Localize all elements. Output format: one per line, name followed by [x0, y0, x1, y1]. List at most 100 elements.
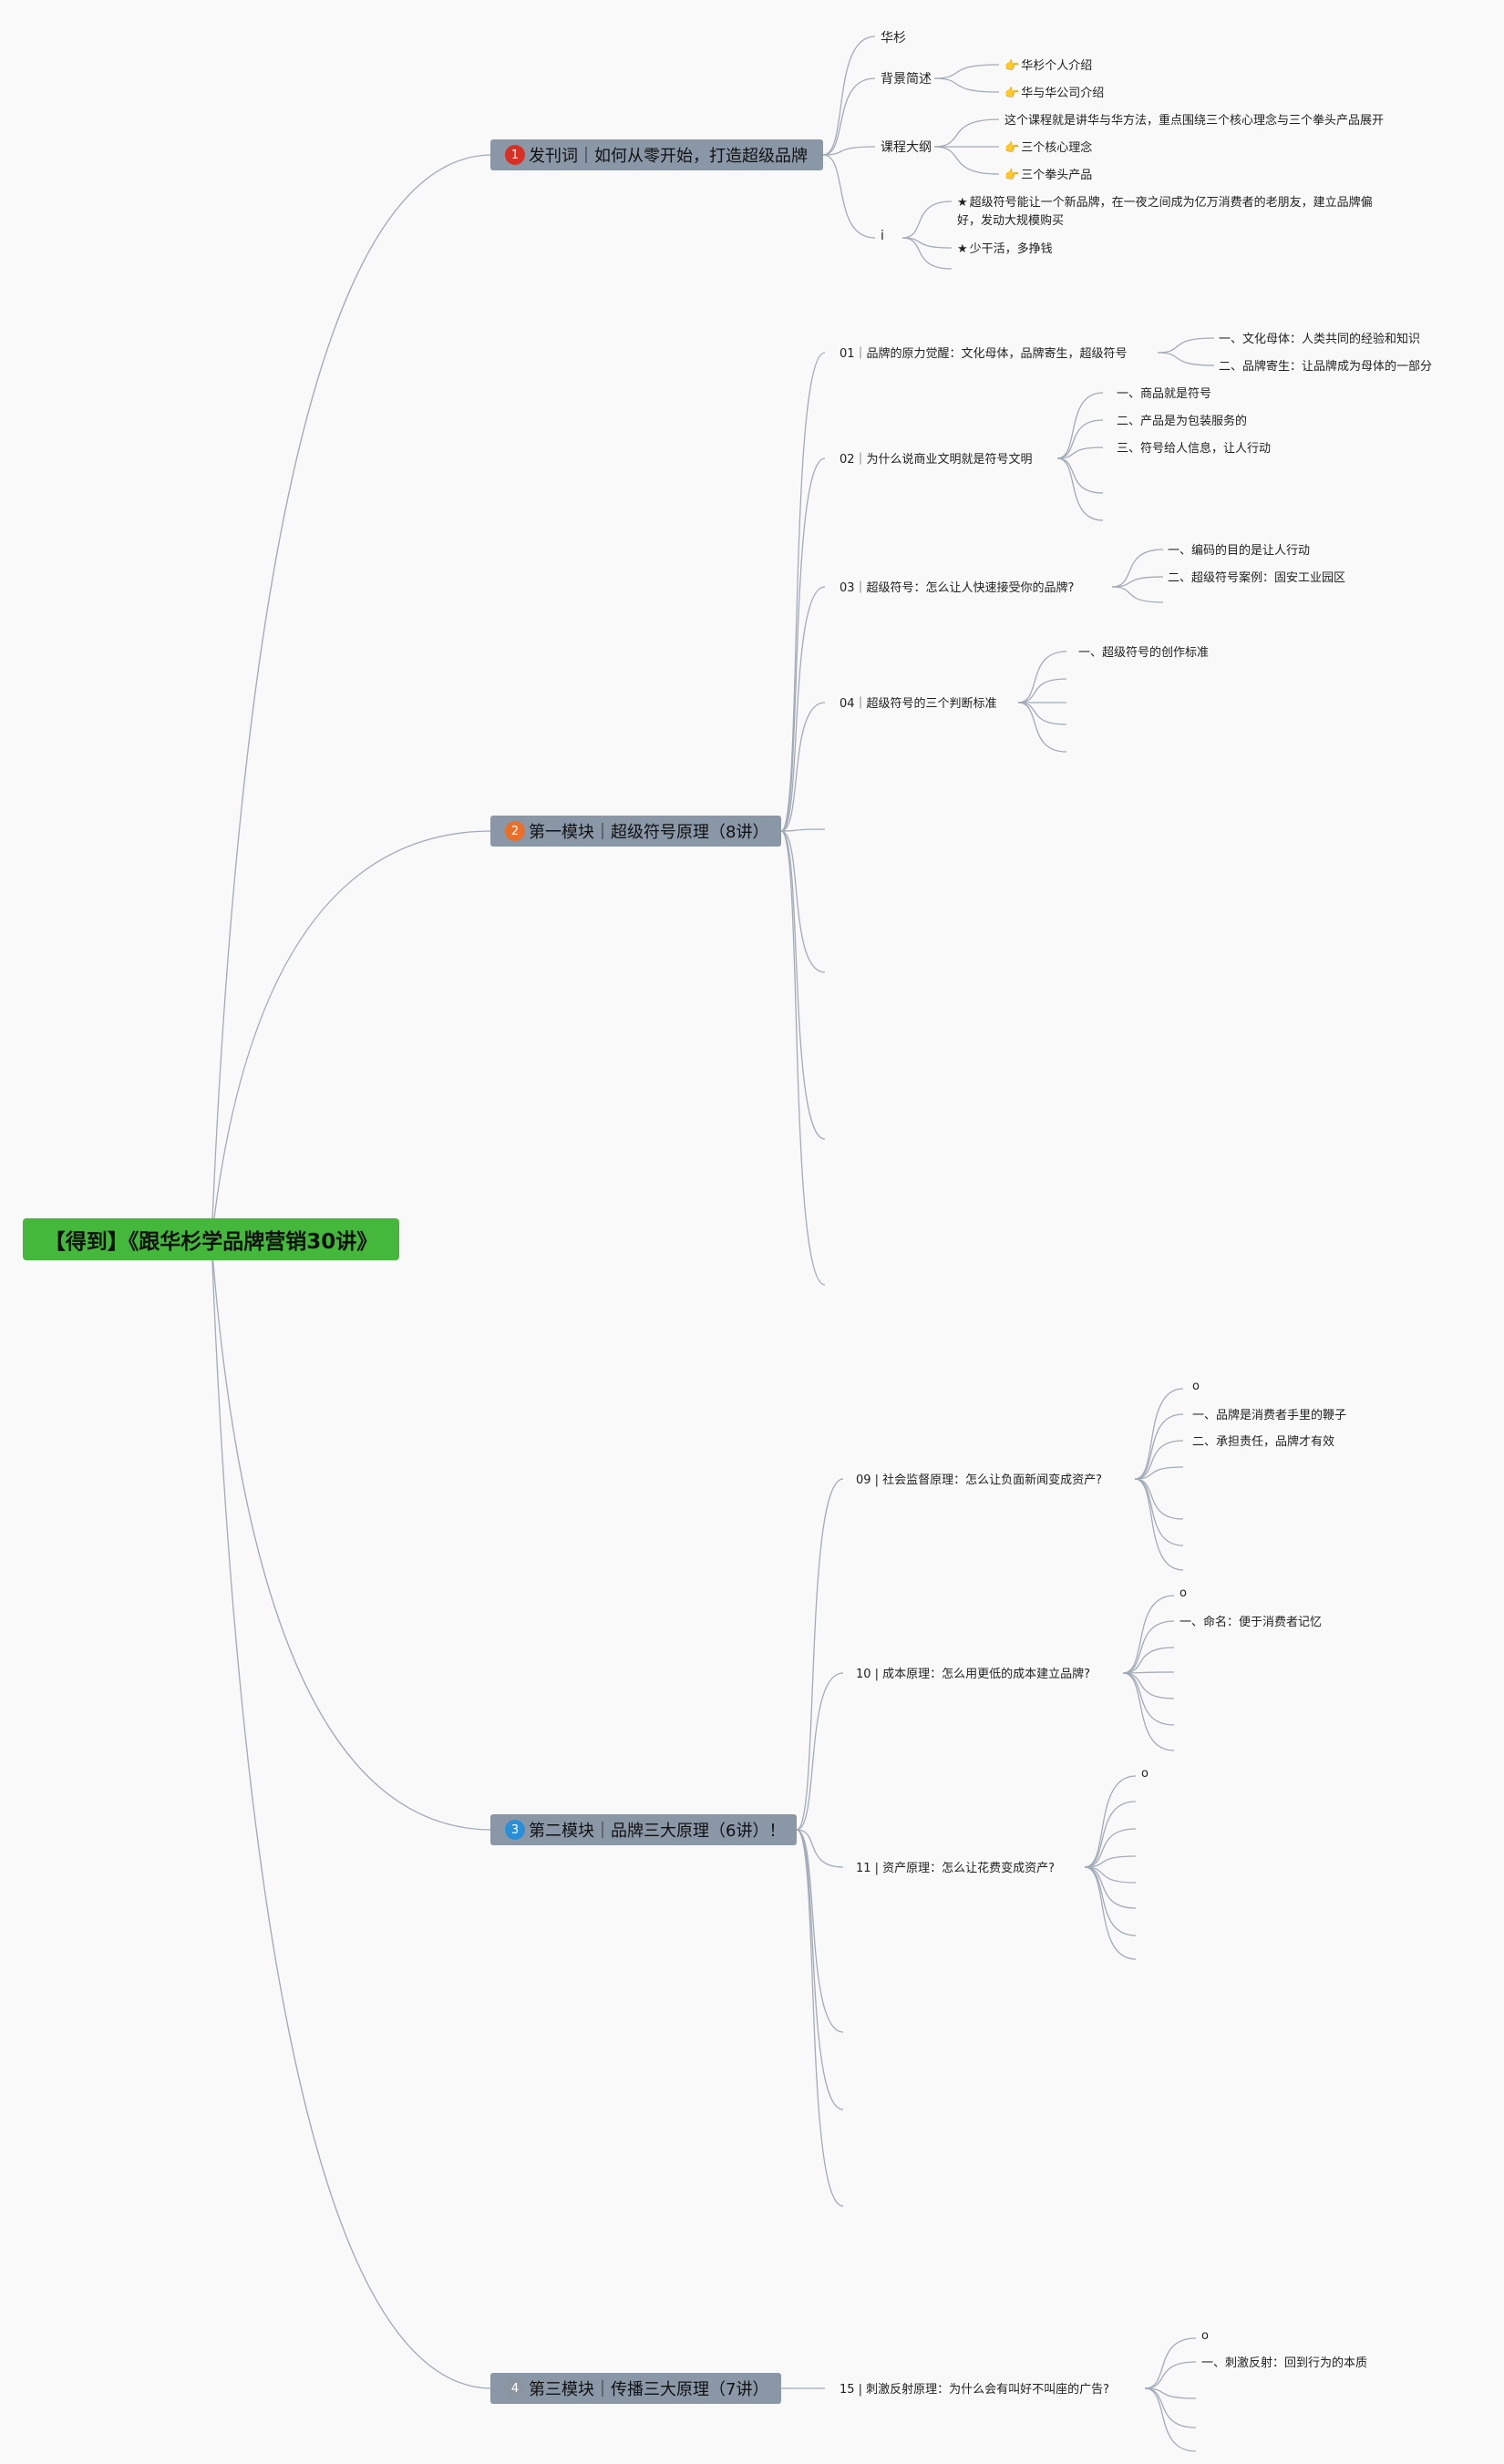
intro-background[interactable]: 背景简述 [881, 72, 932, 87]
lecture-09-item[interactable]: 一、品牌是消费者手里的鞭子 [1192, 1409, 1347, 1422]
lecture-02-item[interactable]: 一、商品就是符号 [1117, 387, 1212, 401]
lecture-09-item[interactable]: o [1192, 1380, 1200, 1393]
connector-line [780, 457, 826, 832]
bg-item[interactable]: 👉华与华公司介绍 [1004, 87, 1105, 100]
connector-line [1017, 702, 1067, 753]
number-badge-icon: 3 [505, 1820, 525, 1840]
lecture-09[interactable]: 09 | 社会监督原理：怎么让负面新闻变成资产? [856, 1473, 1103, 1487]
connector-line [933, 118, 1000, 148]
module-label: 第一模块｜超级符号原理（8讲） [529, 823, 769, 842]
connector-line [933, 77, 1000, 93]
connector-line [1084, 1801, 1137, 1868]
connector-line [1122, 1672, 1175, 1699]
connector-line [780, 830, 826, 973]
root-label: 【得到】《跟华杉学品牌营销30讲》 [44, 1230, 378, 1254]
connector-line [1017, 678, 1067, 703]
i-item-continued: 好，发动大规模购买 [957, 214, 1065, 228]
connector-line [1122, 1647, 1175, 1674]
connector-line [780, 830, 826, 1286]
pointing-hand-icon: 👉 [1004, 141, 1020, 155]
connector-line [1122, 1595, 1175, 1674]
i-item[interactable]: ★超级符号能让一个新品牌，在一夜之间成为亿万消费者的老朋友，建立品牌偏 [957, 196, 1373, 210]
lecture-03-item[interactable]: 二、超级符号案例：固安工业园区 [1168, 571, 1346, 585]
lecture-10-item[interactable]: 一、命名：便于消费者记忆 [1180, 1616, 1323, 1629]
connector-line [796, 1829, 844, 2033]
lecture-11[interactable]: 11 | 资产原理：怎么让花费变成资产? [856, 1862, 1056, 1875]
star-icon: ★ [957, 196, 968, 210]
lecture-15-item[interactable]: 一、刺激反射：回到行为的本质 [1201, 2356, 1368, 2370]
connector-line [1111, 549, 1164, 588]
connector-line [1056, 457, 1104, 521]
connector-line [796, 1829, 844, 1868]
lecture-01[interactable]: 01｜品牌的原力觉醒：文化母体，品牌寄生，超级符号 [840, 347, 1128, 361]
lecture-03[interactable]: 03｜超级符号：怎么让人快速接受你的品牌? [840, 581, 1075, 595]
connector-line [780, 586, 826, 832]
number-badge-icon: 4 [505, 2378, 525, 2398]
lecture-15[interactable]: 15 | 刺激反射原理：为什么会有叫好不叫座的广告? [840, 2383, 1110, 2397]
lecture-10[interactable]: 10 | 成本原理：怎么用更低的成本建立品牌? [856, 1668, 1091, 1681]
connector-line [1017, 651, 1067, 703]
connector-line [1122, 1672, 1175, 1726]
connector-line [1134, 1478, 1184, 1520]
module-node-3[interactable]: 4 第三模块｜传播三大原理（7讲） [490, 2373, 781, 2404]
outline-item[interactable]: 这个课程就是讲华与华方法，重点围绕三个核心理念与三个拳头产品展开 [1004, 114, 1385, 128]
number-badge-icon: 1 [505, 145, 525, 165]
lecture-02-item[interactable]: 二、产品是为包装服务的 [1117, 415, 1248, 428]
i-item[interactable]: ★少干活，多挣钱 [957, 242, 1053, 256]
module-label: 第三模块｜传播三大原理（7讲） [529, 2380, 769, 2399]
lecture-09-item[interactable]: 二、承担责任，品牌才有效 [1192, 1435, 1335, 1449]
connector-line [933, 64, 1000, 79]
connector-line [1056, 447, 1104, 459]
connector-line [1084, 1866, 1137, 1884]
outline-item[interactable]: 👉三个拳头产品 [1004, 169, 1093, 182]
lecture-02-item[interactable]: 三、符号给人信息，让人行动 [1117, 442, 1272, 456]
connector-line [1134, 1413, 1184, 1480]
connector-line [1056, 392, 1104, 459]
number-badge-icon: 2 [505, 821, 525, 841]
intro-outline[interactable]: 课程大纲 [881, 140, 932, 155]
lecture-04[interactable]: 04｜超级符号的三个判断标准 [840, 697, 997, 711]
connector-line [1134, 1478, 1184, 1571]
connector-line [1122, 1620, 1175, 1674]
connector-line [780, 702, 826, 832]
lecture-11-item[interactable]: o [1141, 1767, 1149, 1781]
lecture-01-item[interactable]: 一、文化母体：人类共同的经验和知识 [1219, 333, 1421, 346]
root-connector-line [211, 1240, 493, 1831]
connector-line [1144, 2337, 1197, 2389]
connector-line [1084, 1775, 1137, 1868]
lecture-10-item[interactable]: o [1180, 1586, 1187, 1600]
module-node-2[interactable]: 3 第二模块｜品牌三大原理（6讲）！ [490, 1814, 797, 1845]
intro-huashan[interactable]: 华杉 [881, 31, 906, 46]
lecture-02[interactable]: 02｜为什么说商业文明就是符号文明 [840, 453, 1033, 467]
connector-line [1017, 702, 1067, 725]
module-node-1[interactable]: 2 第一模块｜超级符号原理（8讲） [490, 816, 781, 847]
root-node[interactable]: 【得到】《跟华杉学品牌营销30讲》 [23, 1218, 399, 1260]
connector-line [901, 200, 953, 239]
connector-line [1144, 2387, 1197, 2428]
connector-line [1144, 2361, 1197, 2389]
lecture-04-item[interactable]: 一、超级符号的创作标准 [1078, 646, 1210, 660]
connector-line [1134, 1440, 1184, 1480]
outline-item[interactable]: 👉三个核心理念 [1004, 141, 1093, 155]
root-connector-line [211, 830, 493, 1242]
root-connector-line [211, 1240, 493, 2389]
connector-line [780, 828, 826, 832]
pointing-hand-icon: 👉 [1004, 169, 1020, 182]
connector-line [1134, 1388, 1184, 1480]
connector-line [822, 77, 876, 156]
lecture-03-item[interactable]: 一、编码的目的是让人行动 [1168, 544, 1311, 558]
lecture-15-item[interactable]: o [1201, 2329, 1209, 2343]
lecture-01-item[interactable]: 二、品牌寄生：让品牌成为母体的一部分 [1219, 360, 1433, 374]
connector-line [1084, 1866, 1137, 1960]
module-node-intro[interactable]: 1 发刊词｜如何从零开始，打造超级品牌 [490, 139, 823, 170]
intro-i[interactable]: i [881, 229, 884, 243]
module-label: 第二模块｜品牌三大原理（6讲）！ [529, 1822, 786, 1841]
bg-item[interactable]: 👉华杉个人介绍 [1004, 59, 1093, 73]
root-connector-line [211, 154, 493, 1242]
star-icon: ★ [957, 242, 968, 256]
connector-line [796, 1478, 844, 1831]
connector-line [1134, 1478, 1184, 1546]
connector-line [822, 154, 876, 239]
